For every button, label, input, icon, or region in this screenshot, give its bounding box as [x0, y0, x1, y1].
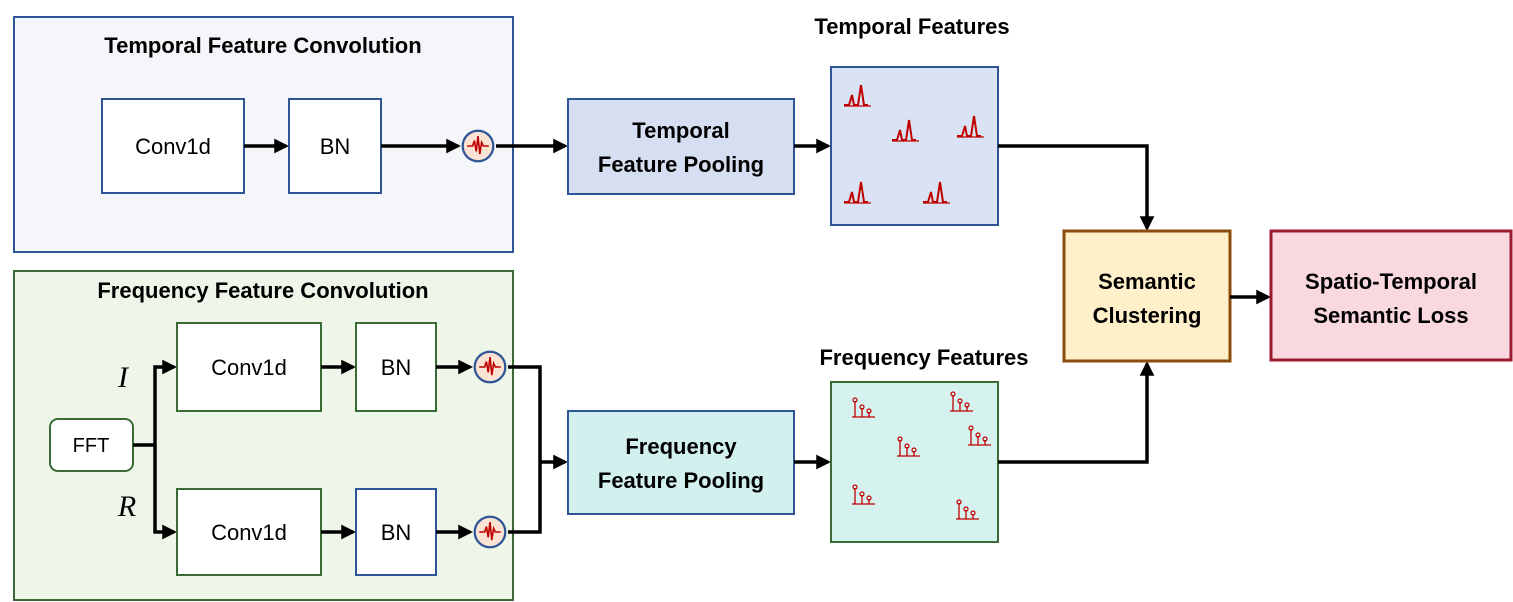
frequency-features-title: Frequency Features: [819, 345, 1028, 370]
semantic-clustering-label-1: Semantic: [1098, 269, 1196, 294]
frequency-bottom-merge-path: [508, 462, 542, 534]
imag-path-label: I: [117, 361, 130, 394]
activation-pulse-icon: [473, 350, 507, 384]
real-path-label: R: [117, 490, 136, 523]
activation-pulse-icon: [461, 129, 495, 163]
temporal-bn-block: [288, 98, 382, 194]
frequency-pooling-label-1: Frequency: [625, 434, 737, 459]
frequency-features-box: [830, 381, 999, 543]
frequency-bn-top-block: [355, 322, 437, 412]
frequency-features-to-clustering-arrow: [998, 361, 1155, 464]
frequency-top-merge-path: [508, 365, 542, 462]
temporal-bn-label: BN: [320, 134, 351, 159]
frequency-bn-bottom-label: BN: [381, 520, 412, 545]
fft-label: FFT: [73, 435, 110, 457]
temporal-panel-title: Temporal Feature Convolution: [104, 33, 421, 58]
spatio-temporal-loss-block: [1269, 229, 1513, 362]
frequency-pooling-label-2: Feature Pooling: [598, 468, 764, 493]
frequency-conv1d-bottom-label: Conv1d: [211, 520, 287, 545]
temporal-panel: [13, 16, 514, 253]
temporal-pooling-label-2: Feature Pooling: [598, 152, 764, 177]
frequency-panel-title: Frequency Feature Convolution: [97, 278, 428, 303]
semantic-clustering-block: [1062, 229, 1232, 363]
frequency-bn-top-label: BN: [381, 355, 412, 380]
frequency-conv1d-top-block: [176, 322, 322, 412]
frequency-conv1d-top-label: Conv1d: [211, 355, 287, 380]
temporal-pooling-label-1: Temporal: [632, 118, 729, 143]
semantic-clustering-label-2: Clustering: [1093, 303, 1202, 328]
spatio-temporal-loss-label-2: Semantic Loss: [1313, 303, 1468, 328]
frequency-pooling-block: [567, 410, 795, 515]
spatio-temporal-loss-label-1: Spatio-Temporal: [1305, 269, 1477, 294]
fft-to-imag-path: [153, 359, 177, 445]
temporal-conv1d-block: [101, 98, 245, 194]
fft-to-real-path: [153, 445, 177, 540]
temporal-features-title: Temporal Features: [814, 14, 1009, 39]
temporal-features-to-clustering-arrow: [998, 144, 1155, 231]
temporal-conv1d-label: Conv1d: [135, 134, 211, 159]
temporal-pooling-block: [567, 98, 795, 195]
frequency-bn-bottom-block: [355, 488, 437, 576]
activation-pulse-icon: [473, 515, 507, 549]
